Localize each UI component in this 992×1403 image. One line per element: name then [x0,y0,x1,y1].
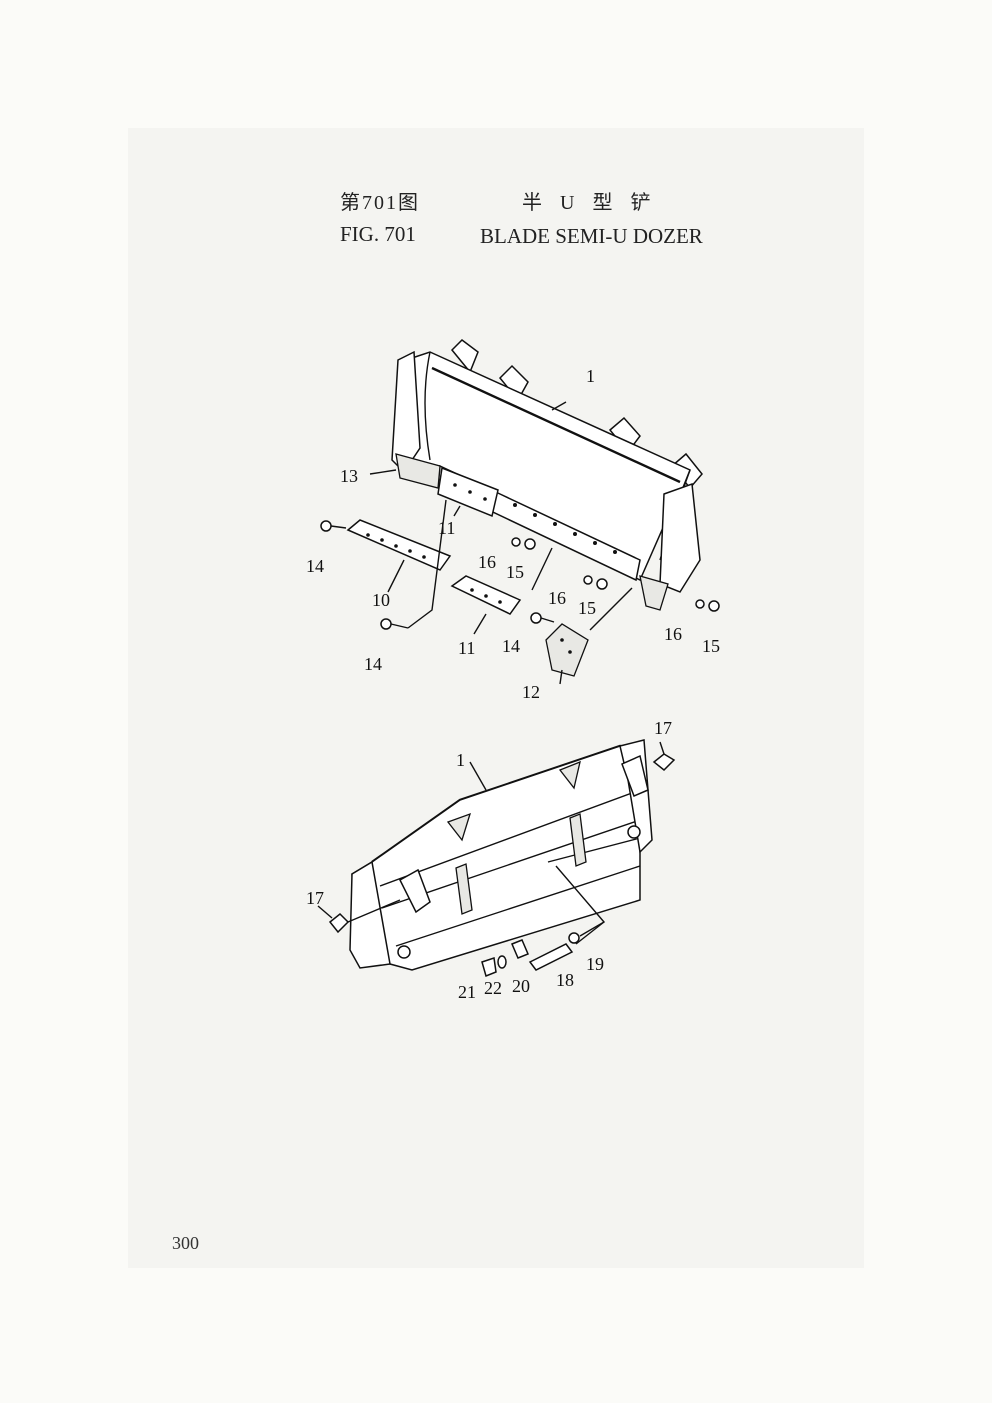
callout-14-right: 14 [502,636,520,656]
left-lower-bracket-hole [397,945,411,959]
washer-2 [583,575,593,585]
bolt-21 [481,957,497,978]
rear-rib-2 [558,760,581,790]
callout-19: 19 [586,954,604,974]
washer-22 [497,955,507,969]
right-end-bit-mounted [639,575,669,611]
blade-rear-view [349,739,653,971]
exploded-parts-top [320,401,720,685]
figure-title-cn: 半U型铲 [522,192,669,214]
rear-rib-1 [446,812,472,842]
page-number: 300 [172,1233,199,1253]
end-bit [545,623,589,677]
callout-11-upper: 11 [438,518,455,538]
grease-fitting-right [652,753,676,772]
callout-15-b: 15 [578,598,596,618]
right-lower-bracket-hole [627,825,641,839]
nut-2 [596,578,608,590]
pin [528,943,574,971]
rear-brace-2 [569,813,587,867]
figure-number-en: FIG. 701 [340,222,416,246]
left-end-bit-mounted [395,453,441,489]
rear-brace-1 [455,863,473,915]
callout-17-left: 17 [306,888,324,908]
callout-16-a: 16 [478,552,496,572]
callout-13: 13 [340,466,358,486]
callout-10: 10 [372,590,390,610]
rear-left-end-plate [349,860,391,969]
figure-number-cn: 第701图 [340,192,420,214]
cutting-edge-segment-mounted [437,466,499,518]
cutting-edge-center [346,519,452,571]
callout-1-bottom: 1 [456,750,465,770]
callout-16-b: 16 [548,588,566,608]
callout-22: 22 [484,978,502,998]
left-trunnion-bracket [399,868,431,914]
callout-21: 21 [458,982,476,1002]
nut-1 [524,538,536,550]
callout-18: 18 [556,970,574,990]
callout-16-c: 16 [664,624,682,644]
bottom-callouts: 17 1 17 21 22 20 18 19 [306,718,672,1002]
callout-15-a: 15 [506,562,524,582]
right-trunnion-bracket [621,754,649,797]
washer-3 [695,599,705,609]
right-end-plate [659,482,701,593]
callout-12: 12 [522,682,540,702]
callout-20: 20 [512,976,530,996]
callout-14-lower: 14 [364,654,382,674]
blade-rib-1 [450,339,479,374]
bolt-19 [568,932,580,944]
nut-3 [708,600,720,612]
figure-title-en: BLADE SEMI-U DOZER [480,224,703,248]
plate-20 [511,939,529,959]
callout-11-lower: 11 [458,638,475,658]
callout-1-top: 1 [586,366,595,386]
blade-front-view [391,339,703,611]
callout-14-left: 14 [306,556,324,576]
blade-rear-body [351,745,641,971]
washer-1 [511,537,521,547]
callout-15-c: 15 [702,636,720,656]
bolt-lower [380,618,409,630]
top-callouts: 1 13 11 14 10 16 15 16 15 14 11 14 12 16… [306,366,720,702]
callout-17-right: 17 [654,718,672,738]
bolt-left [320,520,347,532]
grease-fitting-left [328,912,350,934]
page-scan-area [128,128,864,1268]
bolt-right [530,612,555,624]
exploded-parts-bottom [317,741,676,978]
